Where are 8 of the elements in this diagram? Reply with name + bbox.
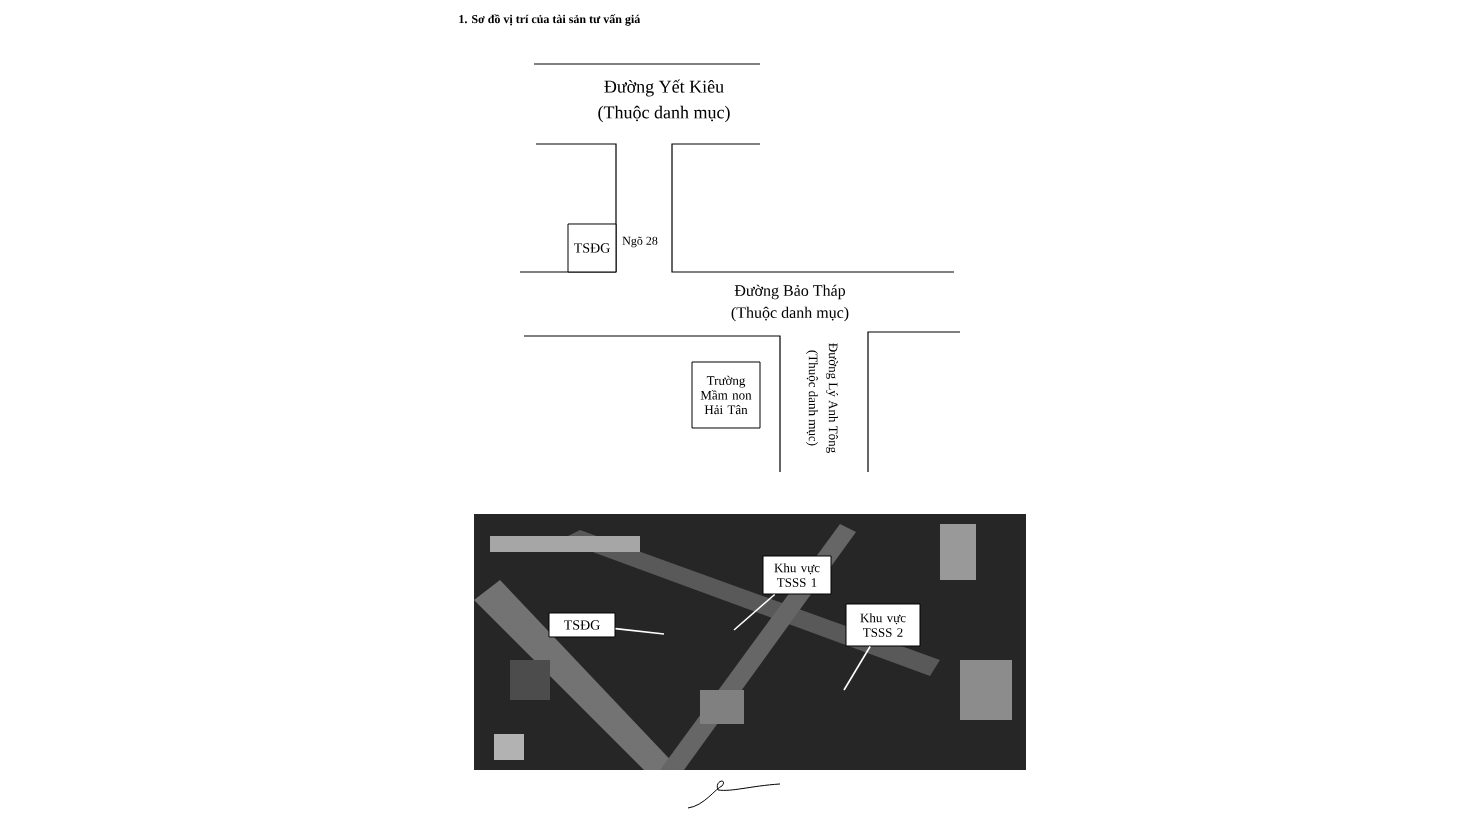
street-name: Đường Bảo Tháp [734,284,846,300]
street-name: (Thuộc danh mục) [731,306,849,322]
leader-line [843,645,871,691]
leader-line [614,627,665,635]
picture [474,514,1026,770]
leader-line [733,593,776,631]
street-name: Đường Yết Kiêu [604,79,724,97]
street-name: (Thuộc danh mục) [598,105,730,123]
